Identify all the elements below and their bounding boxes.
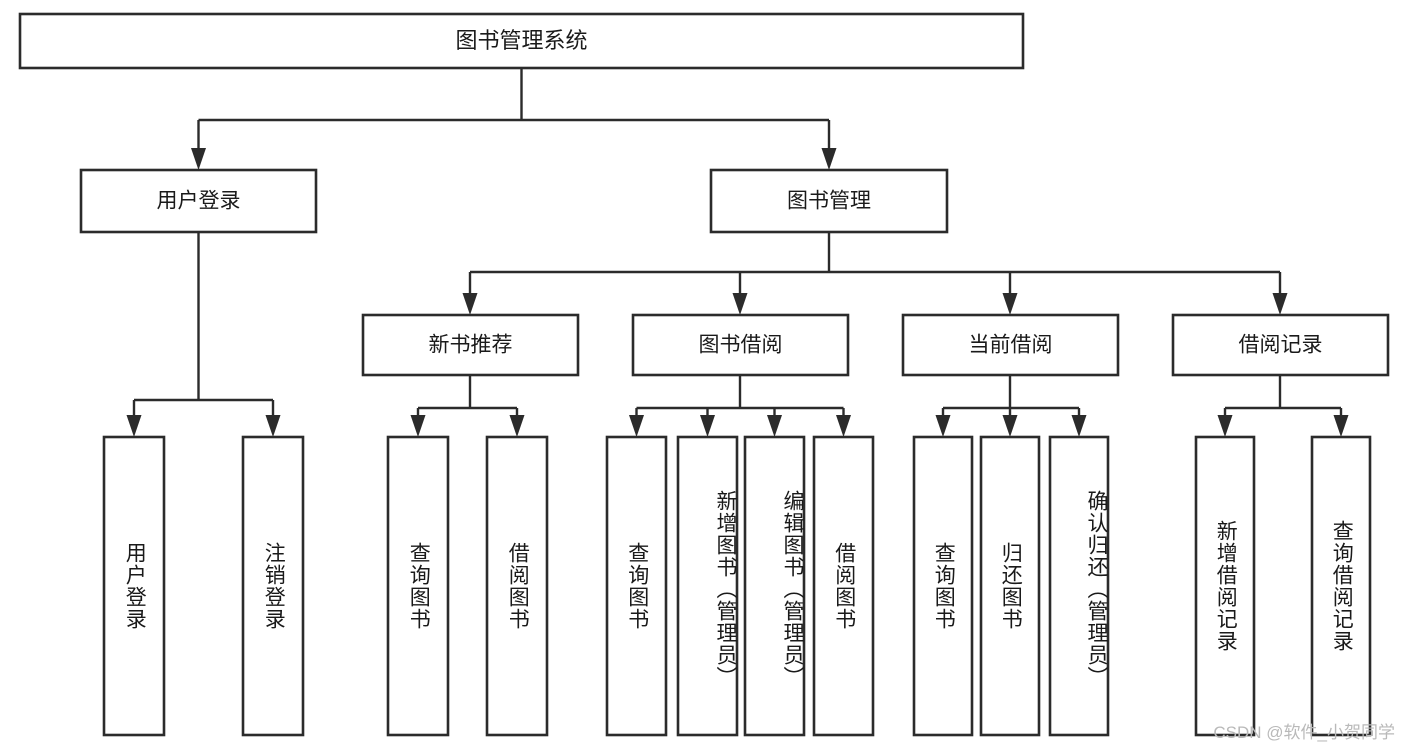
csdn-watermark: CSDN @软件_小贺同学 — [1213, 723, 1395, 742]
node-book-manage[interactable]: 图书管理 — [709, 168, 949, 234]
arrow-current-l3 — [1071, 415, 1087, 437]
arrow-borrow-l1 — [629, 415, 644, 437]
arrow-current-l2 — [1002, 415, 1018, 437]
arrow-to-borrow-record — [1272, 293, 1288, 315]
node-current-borrow-box[interactable] — [901, 313, 1120, 377]
node-root[interactable]: 图书管理系统 — [18, 12, 1025, 70]
leaf-box-user-logout[interactable] — [241, 435, 305, 737]
arrow-current-l1 — [935, 415, 951, 437]
arrow-rec-l2 — [509, 415, 525, 437]
arrow-record-l2 — [1333, 415, 1349, 437]
node-book-borrow-box[interactable] — [631, 313, 850, 377]
leaf-box-record-query[interactable] — [1310, 435, 1372, 737]
arrow-to-new-book-rec — [462, 293, 478, 315]
leaf-box-rec-borrow-book[interactable] — [485, 435, 549, 737]
arrow-to-book-manage — [821, 148, 837, 170]
node-book-manage-label: 图书管理 — [787, 190, 871, 213]
node-new-book-rec-label: 新书推荐 — [429, 334, 513, 357]
arrow-borrow-l4 — [836, 415, 851, 437]
arrow-to-current-borrow — [1002, 293, 1018, 315]
arrow-user-login-l1 — [126, 415, 142, 437]
leaf-box-user-login[interactable] — [102, 435, 166, 737]
arrow-user-login-l2 — [265, 415, 281, 437]
node-root-label: 图书管理系统 — [455, 28, 587, 53]
node-borrow-record-box[interactable] — [1171, 313, 1390, 377]
edge-group — [126, 68, 1349, 437]
node-borrow-record-label: 借阅记录 — [1239, 334, 1323, 357]
leaf-box-rec-query-book[interactable] — [386, 435, 450, 737]
leaf-box-borrow-query-book[interactable] — [605, 435, 668, 737]
leaf-box-current-confirm-return[interactable] — [1048, 435, 1110, 737]
leaf-box-record-add[interactable] — [1194, 435, 1256, 737]
node-user-login-box[interactable] — [79, 168, 318, 234]
node-user-login-label: 用户登录 — [157, 190, 241, 213]
arrow-to-book-borrow — [732, 293, 748, 315]
leaf-box-borrow-borrow-book[interactable] — [812, 435, 875, 737]
node-user-login[interactable]: 用户登录 — [79, 168, 318, 234]
node-book-borrow-label: 图书借阅 — [699, 334, 783, 357]
arrow-borrow-l2 — [700, 415, 715, 437]
node-new-book-rec-box[interactable] — [361, 313, 580, 377]
node-new-book-rec[interactable]: 新书推荐 — [361, 313, 580, 377]
leaf-box-borrow-add-book[interactable] — [676, 435, 739, 737]
arrow-borrow-l3 — [767, 415, 782, 437]
node-borrow-record[interactable]: 借阅记录 — [1171, 313, 1390, 377]
node-root-box[interactable] — [18, 12, 1025, 70]
leaf-box-group — [102, 435, 1372, 737]
leaf-box-current-query-book[interactable] — [912, 435, 974, 737]
node-current-borrow[interactable]: 当前借阅 — [901, 313, 1120, 377]
arrow-to-user-login — [191, 148, 206, 170]
node-book-manage-box[interactable] — [709, 168, 949, 234]
leaf-box-borrow-edit-book[interactable] — [743, 435, 806, 737]
arrow-rec-l1 — [410, 415, 426, 437]
arrow-record-l1 — [1217, 415, 1233, 437]
node-current-borrow-label: 当前借阅 — [969, 334, 1053, 357]
node-book-borrow[interactable]: 图书借阅 — [631, 313, 850, 377]
leaf-box-current-return-book[interactable] — [979, 435, 1041, 737]
